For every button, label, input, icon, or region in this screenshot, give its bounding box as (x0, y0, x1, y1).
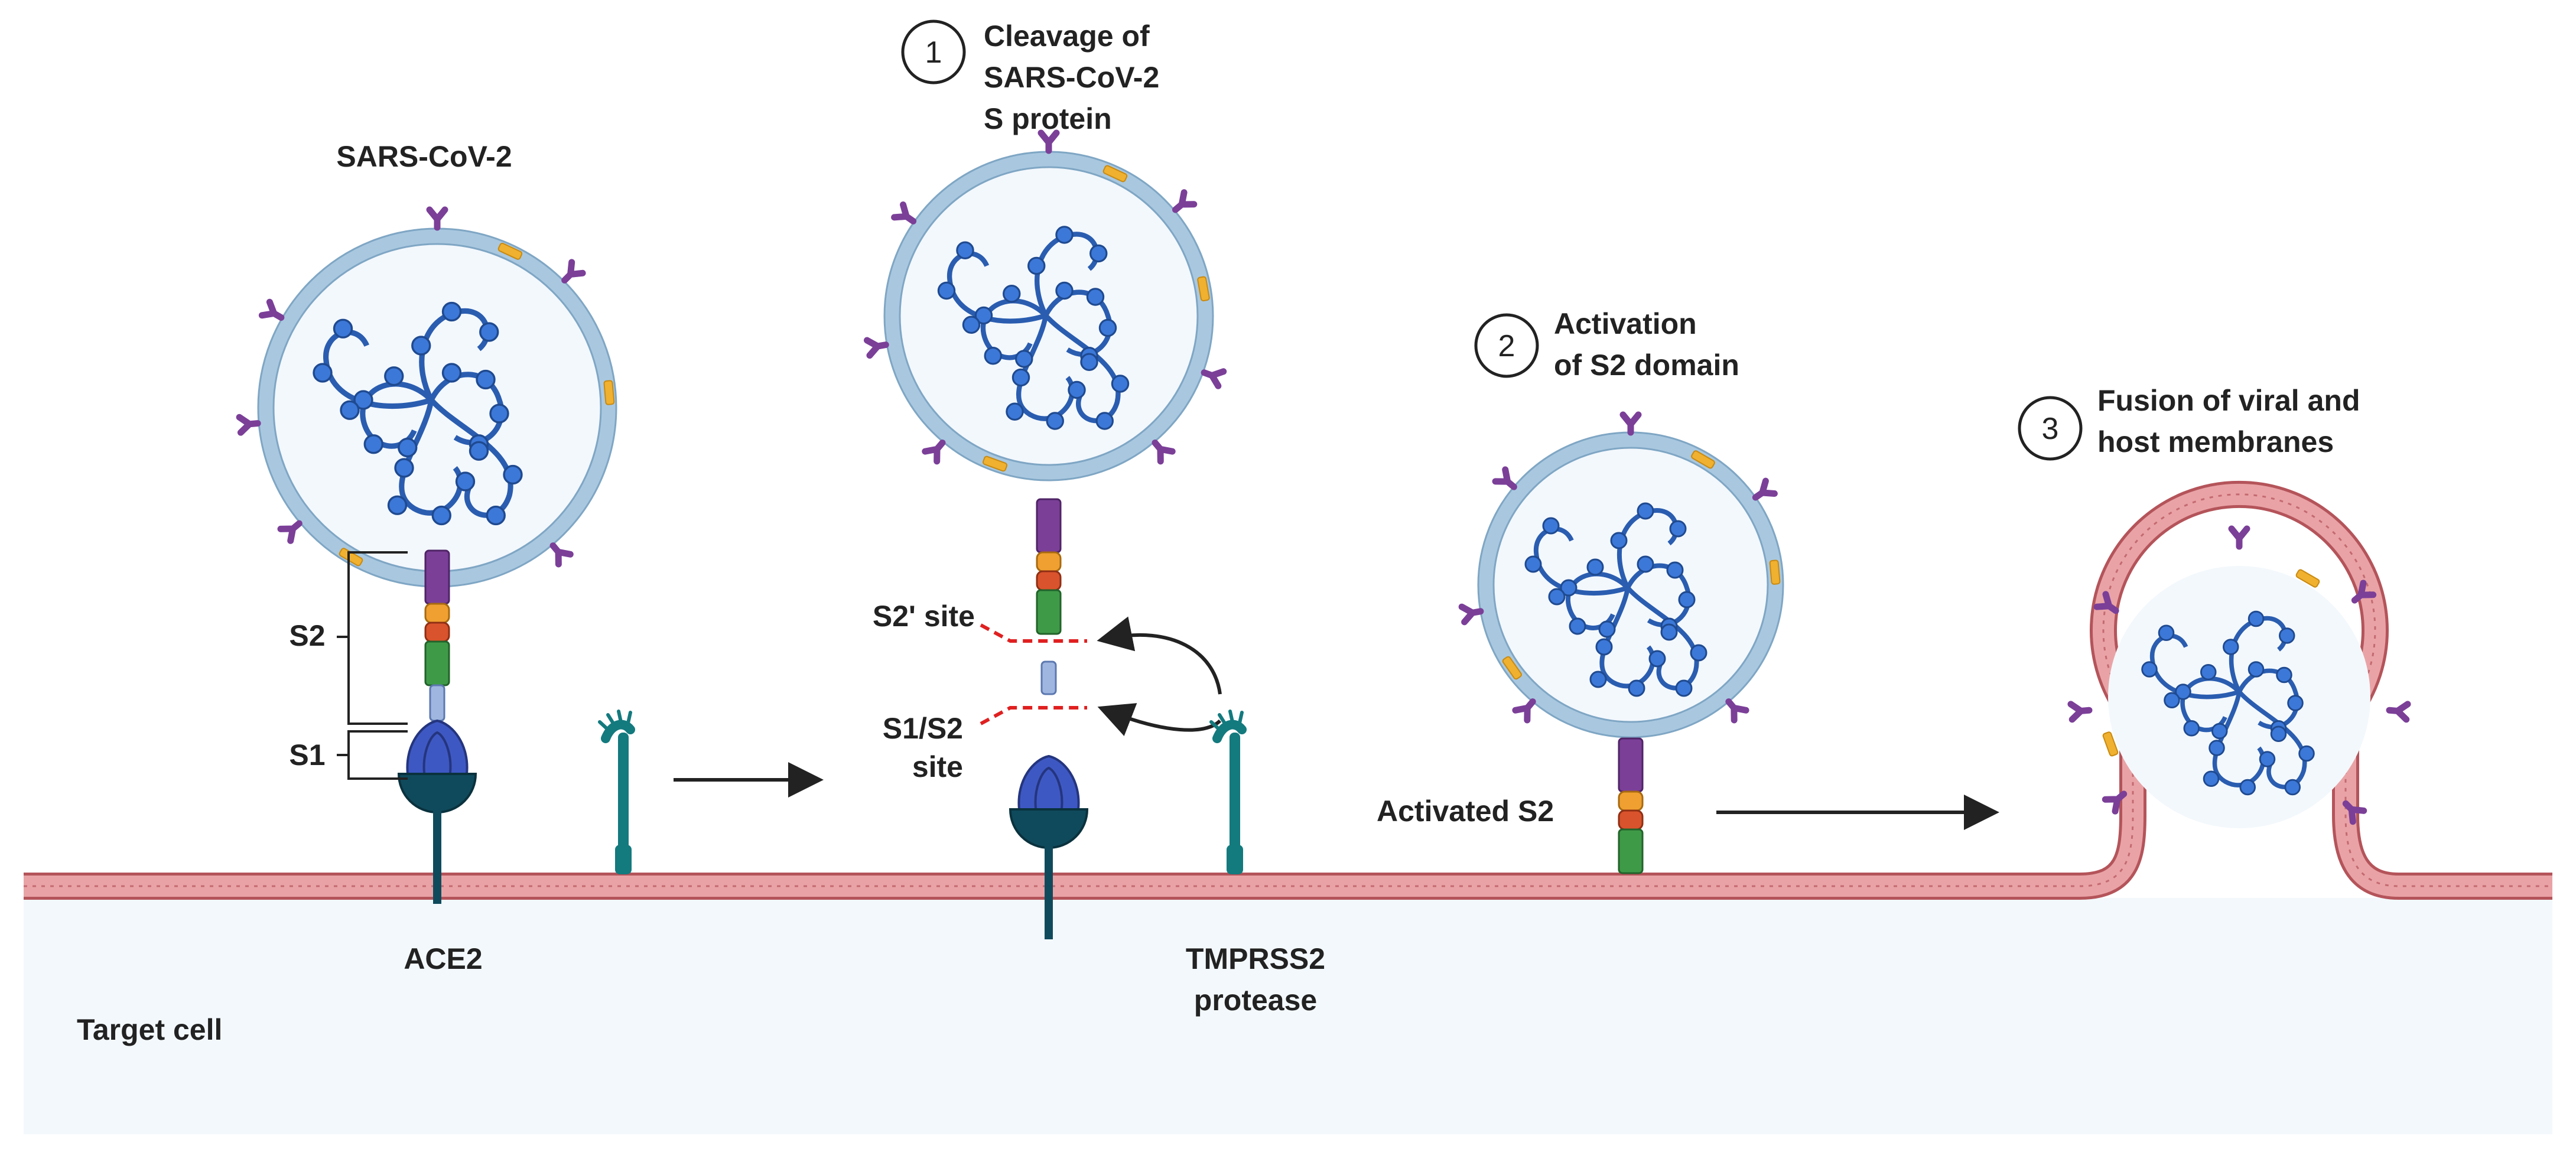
label-activated-s2: Activated S2 (1377, 795, 1554, 828)
s1s2-linker (429, 684, 445, 722)
fused-viral-content (2071, 529, 2408, 828)
spike-protein-stalk (424, 549, 450, 686)
target-cell-interior (24, 898, 2552, 1134)
label-s2: S2 (289, 619, 325, 652)
spike-protein-stalk-cleaved (1036, 498, 1062, 635)
step-1-number: 1 (925, 35, 942, 70)
step-2-number: 2 (1498, 329, 1515, 363)
step-2-line-1: Activation (1554, 307, 1697, 340)
step-1-line-1: Cleavage of (984, 19, 1150, 53)
virus-particle-3 (1462, 415, 1784, 738)
s1s2-linker-fragment (1040, 660, 1057, 695)
step-3-badge: 3 (2018, 396, 2083, 461)
cleavage-sites (980, 623, 1087, 725)
step-2-badge: 2 (1474, 313, 1539, 378)
step-3-line-1: Fusion of viral and (2097, 384, 2360, 417)
label-ace2: ACE2 (404, 942, 482, 975)
label-target-cell: Target cell (77, 1013, 222, 1046)
step-1-badge: 1 (901, 19, 966, 84)
label-s1s2-site-line1: S1/S2 (883, 712, 963, 745)
virus-particle-2 (867, 133, 1223, 481)
step-1-line-3: S protein (984, 102, 1112, 135)
tmprss2-protease-2 (1211, 711, 1243, 874)
tmprss2-protease-1 (600, 711, 632, 874)
step-2-line-2: of S2 domain (1554, 349, 1739, 382)
label-sars-cov-2: SARS-CoV-2 (336, 140, 512, 173)
activated-s2-stalk (1618, 737, 1644, 874)
label-tmprss2-line2: protease (1194, 984, 1317, 1017)
virus-particle-1 (239, 210, 617, 588)
step-3-line-2: host membranes (2097, 425, 2334, 458)
label-s2-prime-site: S2' site (873, 600, 975, 633)
domain-brackets (337, 551, 408, 780)
label-s1s2-site-line2: site (912, 750, 963, 783)
cleavage-arrows (1097, 616, 1222, 737)
label-tmprss2-line1: TMPRSS2 (1186, 942, 1325, 975)
step-3-number: 3 (2042, 412, 2059, 446)
label-s1: S1 (289, 738, 325, 772)
step-1-line-2: SARS-CoV-2 (984, 61, 1159, 94)
